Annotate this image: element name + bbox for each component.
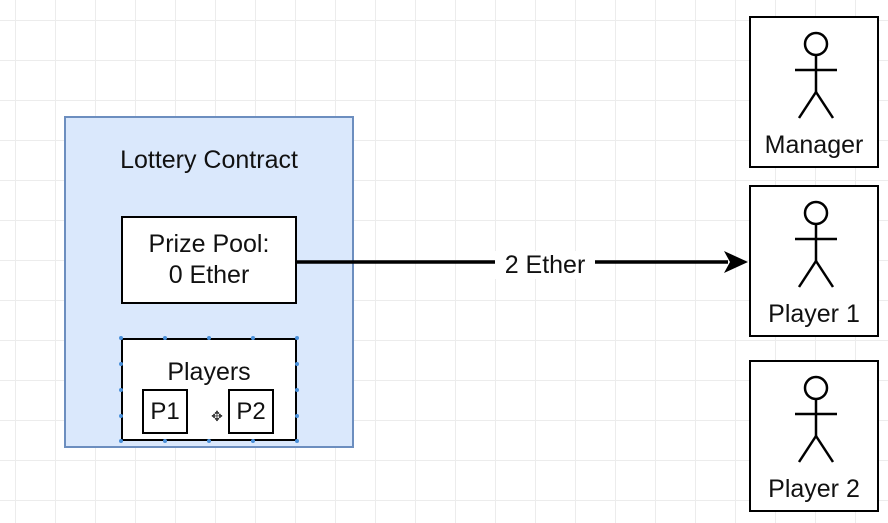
transfer-arrow-label: 2 Ether	[495, 251, 595, 279]
selection-handle[interactable]	[119, 388, 123, 392]
selection-handle[interactable]	[295, 414, 299, 418]
players-title: Players	[167, 358, 251, 386]
stick-figure-icon	[795, 200, 837, 288]
selection-handle[interactable]	[251, 439, 255, 443]
actor-label-player-2: Player 2	[768, 475, 860, 503]
selection-handle[interactable]	[295, 439, 299, 443]
selection-handle[interactable]	[207, 439, 211, 443]
selection-handle[interactable]	[295, 336, 299, 340]
prize-pool-label: Prize Pool:	[148, 230, 270, 258]
actor-manager[interactable]: Manager	[749, 16, 879, 168]
prize-pool-value: 0 Ether	[168, 261, 250, 289]
stick-figure-icon	[795, 31, 837, 119]
selection-handle[interactable]	[207, 336, 211, 340]
selection-handle[interactable]	[295, 362, 299, 366]
move-cursor-icon[interactable]: ✥	[211, 408, 223, 424]
actor-player-1[interactable]: Player 1	[749, 185, 879, 337]
actor-label-player-1: Player 1	[768, 300, 860, 328]
selection-handle[interactable]	[295, 388, 299, 392]
selection-handle[interactable]	[163, 336, 167, 340]
transfer-arrow-head	[724, 251, 748, 273]
selection-handle[interactable]	[119, 414, 123, 418]
actor-label-manager: Manager	[764, 131, 864, 159]
player-chip-p2[interactable]: P2	[228, 389, 274, 434]
selection-handle[interactable]	[119, 362, 123, 366]
stick-figure-icon	[795, 375, 837, 463]
prize-pool-box[interactable]: Prize Pool: 0 Ether	[121, 216, 297, 304]
selection-handle[interactable]	[251, 336, 255, 340]
actor-player-2[interactable]: Player 2	[749, 360, 879, 512]
selection-handle[interactable]	[119, 439, 123, 443]
player-chip-p1[interactable]: P1	[142, 389, 188, 434]
lottery-contract-title: Lottery Contract	[120, 146, 298, 174]
selection-handle[interactable]	[119, 336, 123, 340]
selection-handle[interactable]	[163, 439, 167, 443]
